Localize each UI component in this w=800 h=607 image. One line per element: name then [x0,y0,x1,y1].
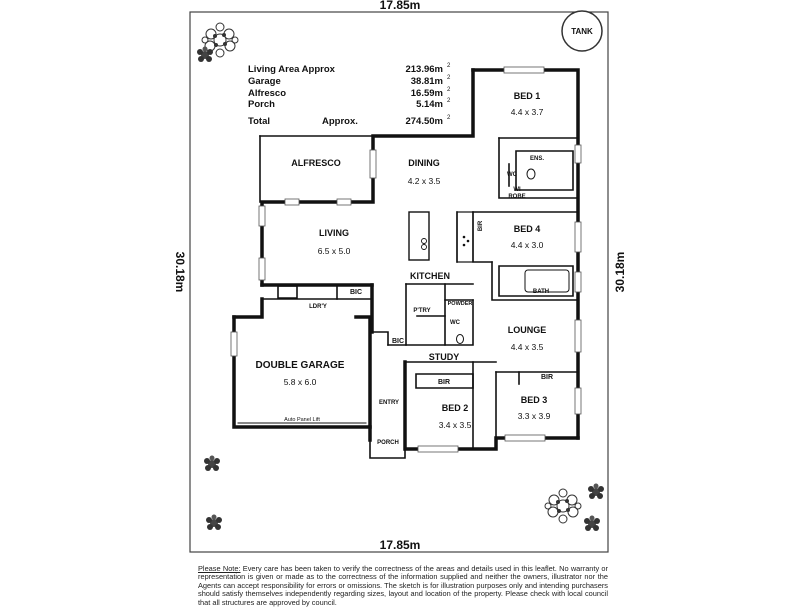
dimension-top: 17.85m [380,0,421,12]
shrub-left-low [206,514,222,530]
room-bed4: BED 4 [514,224,541,234]
boundary [189,11,609,553]
area-value-garage: 38.81m [411,76,443,87]
room-powder-wc: WC [450,320,461,326]
room-bed3-size: 3.3 x 3.9 [518,411,551,421]
room-pantry: P'TRY [413,308,430,314]
area-sup-living: 2 [447,63,451,69]
room-porch: PORCH [377,440,399,446]
tree-top-left [197,22,239,62]
dimension-bottom: 17.85m [380,538,421,552]
area-sup-porch: 2 [447,98,451,104]
room-ldry: LDR'Y [309,304,327,310]
room-bed4-size: 4.4 x 3.0 [511,240,544,250]
room-bir-bed3: BIR [541,374,553,381]
room-dining: DINING [408,158,440,168]
room-bir-bed2: BIR [438,379,450,386]
room-garage-size: 5.8 x 6.0 [284,377,317,387]
dimension-left: 30.18m [173,252,187,293]
room-powder: POWDER [448,301,473,307]
disclaimer-note: Please Note: Every care has been taken t… [198,564,608,607]
tank-label: TANK [571,27,593,36]
disclaimer-label: Please Note: [198,564,241,573]
room-bed1-size: 4.4 x 3.7 [511,107,544,117]
room-study: STUDY [429,352,460,362]
area-value-alfresco: 16.59m [411,88,443,99]
room-alfresco: ALFRESCO [291,158,341,168]
area-sup-garage: 2 [447,75,451,81]
room-ens-wc: WC [507,172,518,178]
room-living-size: 6.5 x 5.0 [318,246,351,256]
room-lounge-size: 4.4 x 3.5 [511,342,544,352]
room-entry: ENTRY [379,400,399,406]
area-label-alfresco: Alfresco [248,88,286,99]
total-value: 274.50m [405,116,443,127]
room-bed2: BED 2 [442,403,469,413]
room-garage: DOUBLE GARAGE [256,360,345,371]
room-bir-kitchen: BIR [478,220,484,231]
room-bed1: BED 1 [514,91,541,101]
garage-door-label: Auto Panel Lift [284,417,320,423]
shrub-left-mid [204,455,220,471]
room-wi-robe-2: ROBE [508,194,525,200]
tank [561,10,603,52]
room-wi-robe-1: WI [513,187,521,193]
room-living: LIVING [319,228,349,238]
dimension-right: 30.18m [613,252,627,293]
room-bed3: BED 3 [521,395,548,405]
total-label: Total [248,116,270,127]
area-sup-alfresco: 2 [447,87,451,93]
area-label-porch: Porch [248,99,275,110]
room-bath: BATH [533,289,549,295]
area-schedule: Living Area Approx Garage Alfresco Porch… [248,63,451,127]
area-value-porch: 5.14m [416,99,443,110]
total-approx: Approx. [322,116,358,127]
disclaimer-text: Every care has been taken to verify the … [198,564,608,607]
total-sup: 2 [447,115,451,121]
room-kitchen: KITCHEN [410,271,450,281]
area-label-garage: Garage [248,76,281,87]
room-dining-size: 4.2 x 3.5 [408,176,441,186]
room-ens: ENS. [530,156,544,162]
room-bic-study: BIC [392,338,404,345]
room-bic-ldry: BIC [350,289,362,296]
room-lounge: LOUNGE [508,325,547,335]
tree-bottom-right [544,483,604,531]
area-value-living: 213.96m [405,64,443,75]
room-labels: BED 1 4.4 x 3.7 ENS. WC WI ROBE ALFRESCO… [256,91,553,446]
area-label-living: Living Area Approx [248,64,336,75]
room-bed2-size: 3.4 x 3.5 [439,420,472,430]
windows [230,66,582,453]
